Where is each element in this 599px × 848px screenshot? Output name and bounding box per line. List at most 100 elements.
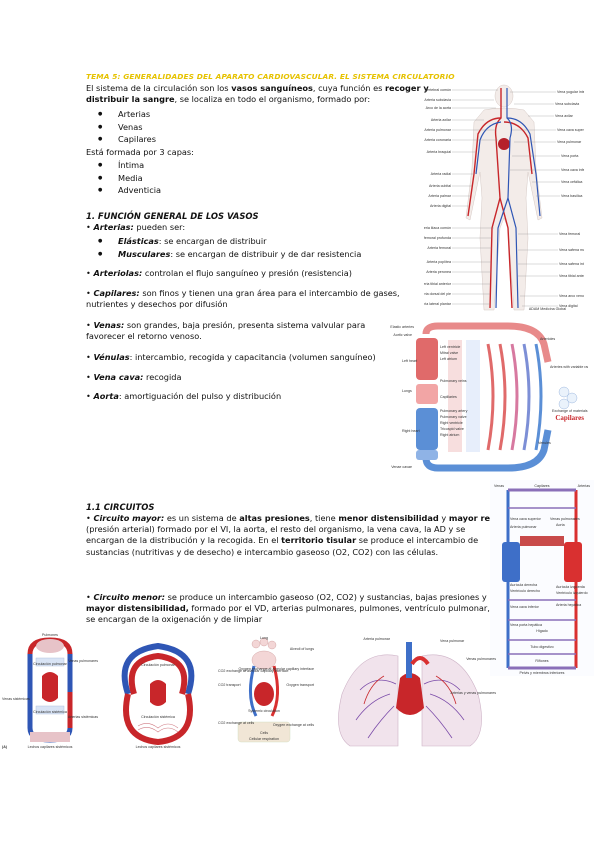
list-item: Musculares: se encargan de distribuir y … bbox=[86, 248, 361, 261]
figure-label: Aortic valve bbox=[393, 333, 412, 337]
figure-label: Arteria coronaria bbox=[424, 138, 451, 142]
bold-menor-distensibilidad: menor distensibilidad bbox=[338, 513, 439, 523]
body-silhouette bbox=[465, 84, 543, 311]
text: recogida bbox=[143, 372, 182, 382]
term-arterias: Arterias: bbox=[93, 222, 134, 232]
layers-list: Íntima Media Adventicia bbox=[86, 159, 161, 197]
figure-label: Arteria axilar bbox=[431, 118, 452, 122]
figure-label: Venas bbox=[494, 484, 504, 488]
intro-line-1: El sistema de la circulación son los vas… bbox=[86, 83, 429, 94]
figure-label: Venas pulmonares bbox=[466, 657, 496, 661]
bold-altas-presiones: altas presiones bbox=[239, 513, 310, 523]
intro-bold-recoger: recoger y bbox=[384, 83, 429, 93]
arterias-types-list: Elásticas: se encargan de distribuir Mus… bbox=[86, 235, 361, 260]
figure-label: Tricuspid valve bbox=[440, 427, 464, 431]
figure-label: Ventrículo derecho bbox=[510, 589, 540, 593]
figure-label: Arteria hepática bbox=[556, 603, 581, 607]
figure-label: Ventrículo izquierdo bbox=[556, 591, 588, 595]
heart-a bbox=[35, 657, 65, 715]
figure-label: Vena digital bbox=[559, 304, 578, 308]
figure-label: Arteria pulmonar bbox=[424, 128, 451, 132]
list-item: Media bbox=[86, 172, 161, 185]
arterias-line: • Arterias: pueden ser: bbox=[86, 222, 186, 232]
text: se produce un intercambio gaseoso (O2, C… bbox=[165, 592, 487, 602]
venas-line: • Venas: son grandes, baja presión, pres… bbox=[86, 320, 366, 342]
list-item: Capilares bbox=[86, 133, 156, 146]
heart-c bbox=[254, 682, 274, 706]
figure-label: Vena cefálica bbox=[561, 180, 582, 184]
text: pueden ser: bbox=[133, 222, 186, 232]
figure-label: Arterias sistémicas bbox=[68, 715, 98, 719]
circuito-menor-p: • Circuito menor: se produce un intercam… bbox=[86, 592, 508, 625]
term-vena-cava: Vena cava: bbox=[93, 372, 144, 382]
term-elasticas: Elásticas bbox=[118, 236, 159, 246]
text: y bbox=[438, 513, 449, 523]
list-item: Íntima bbox=[86, 159, 161, 172]
term-capilares: Capilares: bbox=[93, 288, 140, 298]
figure-label: Oxygen transport bbox=[286, 683, 314, 687]
list-item: Elásticas: se encargan de distribuir bbox=[86, 235, 361, 248]
page-title: TEMA 5: GENERALIDADES DEL APARATO CARDIO… bbox=[86, 72, 455, 81]
figure-label: Left heart bbox=[402, 359, 417, 363]
figure-label: Vena pulmonar bbox=[440, 639, 465, 643]
text: (presión arterial) formado por el VI, la… bbox=[86, 524, 466, 535]
figure-label: Arteria pulmonar bbox=[363, 637, 390, 641]
figure-label: Venae cavae bbox=[391, 465, 412, 469]
text: , tiene bbox=[309, 513, 339, 523]
bold-mayor-distensibilidad: mayor distensibilidad, bbox=[86, 603, 189, 614]
venacava-line: • Vena cava: recogida bbox=[86, 372, 182, 382]
figure-label: Arteria pulmonar bbox=[510, 525, 537, 529]
figure-label: Vena axilar bbox=[555, 114, 574, 118]
figure-label: Circulación pulmonar bbox=[33, 662, 68, 666]
figure-label: Right heart bbox=[402, 429, 420, 433]
text: se produce el intercambio de bbox=[356, 535, 479, 546]
figure-label: Arteria braquial bbox=[427, 150, 452, 154]
figure-label: Mitral valve bbox=[440, 351, 458, 355]
figure-label: CO2 transport bbox=[218, 683, 241, 687]
figure-label: Vena tibial anterior bbox=[559, 274, 584, 278]
figure-label: Arteria dorsal del pie bbox=[424, 292, 451, 296]
figure-label: Left atrium bbox=[440, 357, 457, 361]
figure-label: Vena femoral bbox=[559, 232, 580, 236]
text: : intercambio, recogida y capacitancia (… bbox=[129, 352, 376, 362]
section-1-heading: 1. FUNCIÓN GENERAL DE LOS VASOS bbox=[86, 211, 259, 221]
figure-label: Aorta bbox=[556, 523, 565, 527]
term-venulas: Vénulas bbox=[93, 352, 130, 362]
text: es un sistema de bbox=[164, 513, 240, 523]
heart-b bbox=[150, 680, 166, 706]
figure-label: Circulación sistémica bbox=[141, 715, 175, 719]
figure-label: CO2 exchange at cells bbox=[218, 721, 254, 725]
text: sustancias (nutritivas y de desecho) e i… bbox=[86, 546, 439, 557]
vessel-types-list: Arterias Venas Capilares bbox=[86, 108, 156, 146]
circuit-heart bbox=[502, 536, 582, 582]
figure-label: Right atrium bbox=[440, 433, 459, 437]
circuito-mayor-p: • Circuito mayor: es un sistema de altas… bbox=[86, 513, 531, 558]
figure-label: Arteria lateral plantar bbox=[424, 302, 452, 306]
intro-line-2: distribuir la sangre, se localiza en tod… bbox=[86, 94, 370, 105]
figure-label: CO2 exchange at alveolar capillary inter… bbox=[218, 669, 289, 673]
figure-label: Lechos capilares sistémicos bbox=[136, 745, 181, 749]
cells-box bbox=[237, 721, 291, 743]
figure-label: Arteries with variable radius bbox=[550, 365, 588, 369]
term-venas: Venas: bbox=[93, 320, 125, 330]
heart-caption: Capilares bbox=[555, 414, 584, 422]
pulmonary-vessels bbox=[355, 675, 465, 739]
figure-label: Venules bbox=[538, 441, 551, 445]
figure-label: Arteria femoral profunda bbox=[424, 236, 451, 240]
pulmonary-loop bbox=[422, 322, 552, 472]
text: controlan el flujo sanguíneo y presión (… bbox=[142, 268, 353, 278]
figure-label: Vena arco venoso dorsal bbox=[559, 294, 584, 298]
figure-label: Vena cava superior bbox=[557, 128, 584, 132]
figure-label: Venas sistémicas bbox=[2, 697, 30, 701]
